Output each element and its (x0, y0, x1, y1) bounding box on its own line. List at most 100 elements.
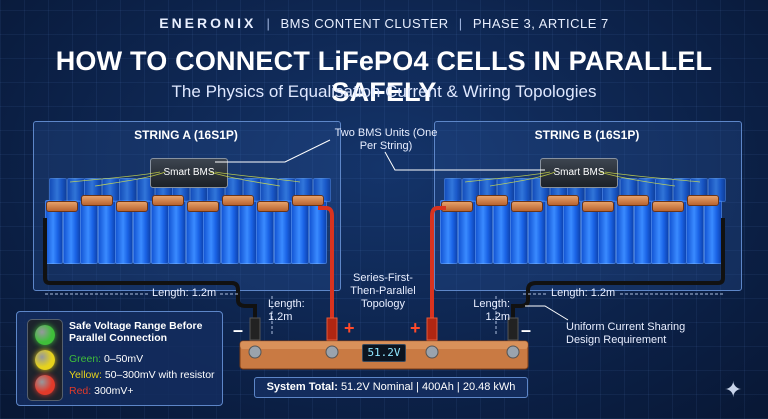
cell-busbar (547, 196, 578, 205)
cell-busbar (187, 202, 218, 211)
battery-cell (475, 200, 494, 264)
voltage-range-legend: Safe Voltage Range Before Parallel Conne… (16, 311, 223, 406)
string-b-positive-cable (430, 206, 446, 340)
string-a-negative-cable (43, 218, 257, 340)
battery-cell (598, 200, 617, 264)
cell-busbar (653, 202, 684, 211)
bms-callout-leader-a (215, 139, 331, 163)
legend-item-value: 0–50mV (104, 353, 144, 365)
battery-cell (668, 200, 687, 264)
battery-cell (203, 200, 222, 264)
positive-terminal-label-b: + (410, 318, 421, 338)
traffic-light-icon (27, 319, 63, 401)
length-label-right-vertical: Length: 1.2m (473, 298, 510, 323)
cell-busbar (688, 196, 719, 205)
battery-cell-top (514, 178, 533, 202)
battery-cell (440, 200, 458, 264)
voltage-display: 51.2V (362, 344, 406, 362)
negative-terminal-label-b: – (521, 320, 532, 340)
battery-cell (651, 200, 670, 264)
legend-item-label: Yellow: (69, 369, 102, 381)
battery-cell (633, 200, 652, 264)
header-separator: | (458, 16, 463, 31)
battery-cell (492, 200, 511, 264)
legend-item-label: Red: (69, 385, 92, 397)
cell-busbar (223, 196, 253, 205)
battery-cell (80, 200, 99, 264)
legend-item-value: 50–300mV with resistor (104, 369, 215, 381)
battery-cell (616, 200, 634, 264)
cell-busbar (442, 202, 472, 211)
legend-title: Safe Voltage Range Before Parallel Conne… (69, 320, 203, 344)
yellow-light-icon (35, 350, 55, 370)
system-total-value: 51.2V Nominal | 400Ah | 20.48 kWh (340, 381, 516, 393)
string-a-cell-pack (45, 168, 335, 268)
battery-cell (62, 200, 81, 264)
cell-busbar (512, 202, 543, 211)
negative-boot-b (507, 317, 519, 341)
battery-cell (686, 200, 705, 264)
topology-callout: Series-First-Then-Parallel Topology (350, 272, 416, 310)
battery-cell (580, 200, 599, 264)
balance-leads-a (69, 171, 301, 187)
cell-busbar (618, 196, 648, 205)
header: ENERONIX | BMS CONTENT CLUSTER | PHASE 3… (0, 15, 768, 31)
battery-cell (97, 200, 116, 264)
string-a-positive-cable (318, 206, 334, 340)
battery-cell (45, 200, 63, 264)
battery-cell-top (461, 178, 480, 202)
header-separator: | (266, 16, 271, 31)
cell-busbar (258, 202, 289, 211)
header-cluster: BMS CONTENT CLUSTER (280, 16, 449, 31)
string-b-title: STRING B (16S1P) (534, 128, 640, 142)
negative-boot-a (249, 317, 261, 341)
battery-cell (150, 200, 169, 264)
cell-busbar (293, 196, 324, 205)
uniform-callout-leader (525, 305, 569, 321)
battery-cell-top (277, 178, 296, 202)
legend-item-value: 300mV+ (94, 385, 134, 397)
uniform-sharing-callout: Uniform Current Sharing Design Requireme… (566, 321, 686, 346)
cell-busbar (117, 202, 148, 211)
battery-cell (133, 200, 151, 264)
red-light-icon (35, 375, 55, 395)
length-label-left-vertical: Length: 1.2m (268, 298, 305, 323)
battery-cell (256, 200, 275, 264)
cell-busbar (582, 202, 613, 211)
negative-terminal-label-a: – (233, 320, 244, 340)
system-total-banner: System Total: 51.2V Nominal | 400Ah | 20… (254, 377, 528, 398)
string-b-negative-cable (511, 218, 725, 340)
positive-boot-a (326, 317, 338, 341)
cell-busbar (477, 196, 508, 205)
legend-item-green: Green: 0–50mV (69, 353, 143, 365)
legend-item-label: Green: (69, 353, 102, 365)
green-light-icon (35, 325, 55, 345)
cell-busbar (82, 196, 113, 205)
battery-cell (185, 200, 204, 264)
length-label-right: Length: 1.2m (551, 287, 616, 299)
brand-logo: ENERONIX (159, 15, 257, 31)
cell-busbar (47, 202, 77, 211)
bms-units-callout: Two BMS Units (One Per String) (334, 127, 438, 152)
legend-item-yellow: Yellow: 50–300mV with resistor (69, 369, 215, 381)
length-dimension-lines (45, 293, 723, 336)
battery-cell-top (49, 178, 67, 202)
battery-cell (115, 200, 134, 264)
battery-cell-top (66, 178, 85, 202)
string-a-title: STRING A (16S1P) (134, 128, 238, 142)
length-label-left: Length: 1.2m (152, 287, 217, 299)
battery-cell (510, 200, 529, 264)
battery-cell (704, 200, 722, 264)
battery-cell (273, 200, 292, 264)
cell-busbar (152, 196, 183, 205)
positive-terminal-label-a: + (344, 318, 355, 338)
battery-cell-top (119, 178, 138, 202)
page-subtitle: The Physics of Equalisation Current & Wi… (171, 82, 597, 101)
battery-cell-top (672, 178, 691, 202)
sparkle-icon: ✦ (724, 377, 743, 402)
string-b-cell-pack (440, 168, 730, 268)
battery-cell (238, 200, 257, 264)
battery-cell (528, 200, 546, 264)
battery-cell (563, 200, 582, 264)
